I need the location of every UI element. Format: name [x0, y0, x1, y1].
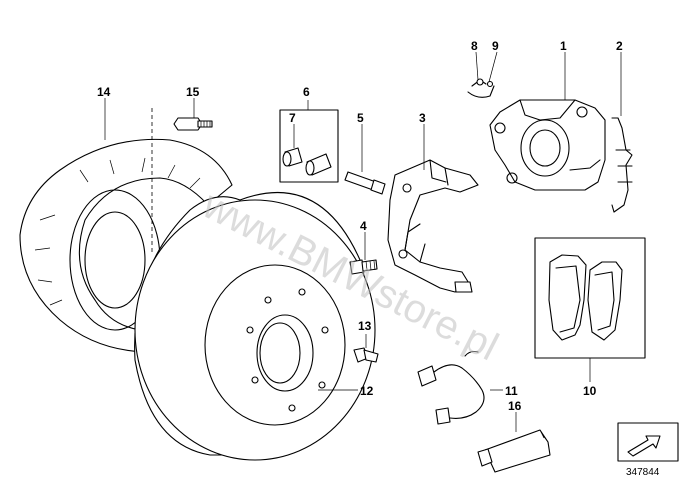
callout-2: 2: [616, 39, 623, 53]
callout-1: 1: [560, 39, 567, 53]
callout-16: 16: [508, 399, 522, 413]
callout-13: 13: [358, 319, 372, 333]
callout-9: 9: [492, 39, 499, 53]
brake-pad-right: [587, 261, 623, 341]
grease-tube: [477, 429, 551, 473]
anti-rattle-spring: [611, 117, 633, 213]
reference-badge: 347844: [617, 422, 679, 478]
callout-4: 4: [360, 219, 367, 233]
callout-6: 6: [303, 85, 310, 99]
callout-7: 7: [289, 111, 296, 125]
arrow-icon: [627, 435, 661, 457]
clip-and-screw: [467, 78, 495, 98]
carrier-bolt: [349, 259, 378, 275]
callout-15: 15: [186, 85, 200, 99]
callout-11: 11: [505, 384, 518, 398]
guide-bushing: [282, 147, 303, 167]
brake-pad-left: [548, 254, 587, 341]
callout-12: 12: [360, 384, 374, 398]
callout-3: 3: [419, 111, 426, 125]
brake-caliper: [489, 99, 606, 191]
callout-10: 10: [583, 384, 597, 398]
guide-bolt: [344, 171, 386, 195]
repair-kit-box: [279, 109, 339, 183]
callout-14: 14: [97, 85, 111, 99]
caliper-carrier: [387, 159, 479, 293]
guide-sleeve: [305, 153, 332, 176]
brake-disc: [134, 191, 376, 461]
callout-8: 8: [471, 39, 478, 53]
wear-sensor: [417, 350, 485, 425]
wheel-bolt: [353, 347, 379, 363]
shield-bolt: [173, 117, 213, 131]
reference-number: 347844: [626, 467, 660, 478]
callout-5: 5: [357, 111, 364, 125]
leader-lines: [104, 51, 622, 432]
callout-labels: 1 2 3 4 5 6 7 8 9 10 11 12 13 14 15 16: [97, 39, 623, 413]
